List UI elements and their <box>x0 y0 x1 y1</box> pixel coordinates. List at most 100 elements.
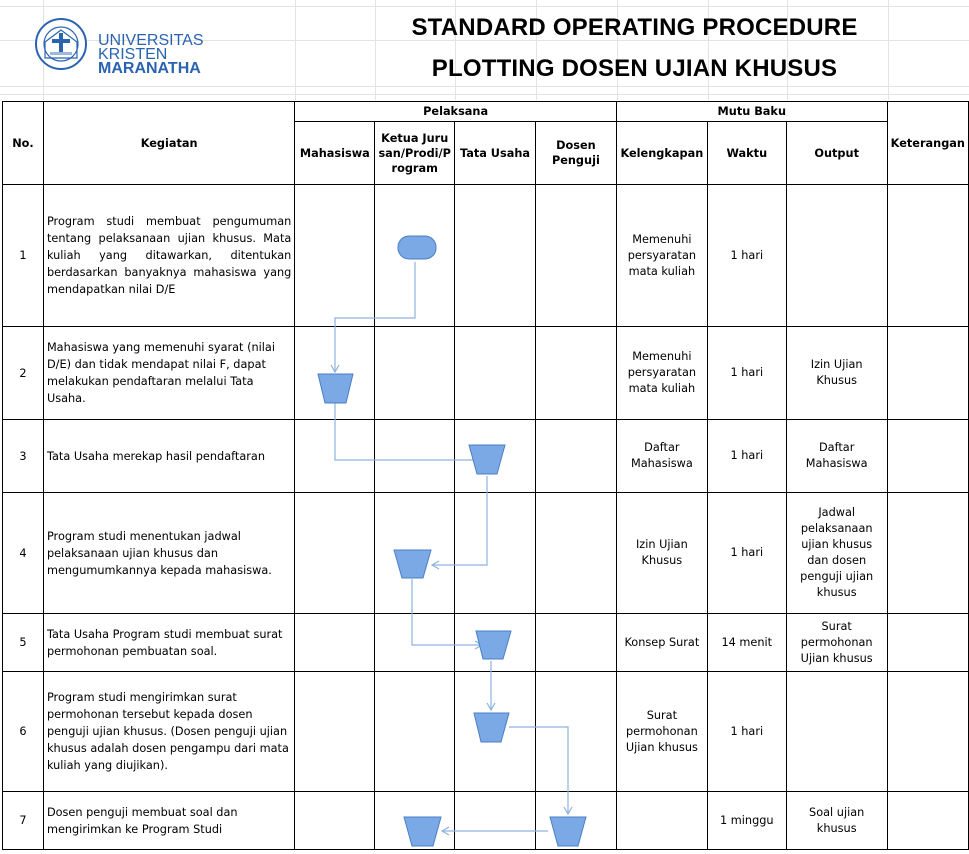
row-waktu: 14 menit <box>706 613 787 672</box>
table-row: 5 Tata Usaha Program studi membuat surat… <box>2 613 969 672</box>
lane-mahasiswa <box>294 326 376 420</box>
row-kelengkapan: Daftar Mahasiswa <box>615 419 708 493</box>
row-no: 2 <box>2 326 44 420</box>
row-output <box>785 671 888 792</box>
row-kegiatan: Tata Usaha merekap hasil pendaftaran <box>42 419 296 493</box>
header-pelaksana: Pelaksana <box>294 101 617 122</box>
grid-line <box>708 0 709 100</box>
row-no: 5 <box>2 613 44 672</box>
university-name-line-2: KRISTEN <box>98 46 168 63</box>
university-name-line-3: MARANATHA <box>98 60 201 77</box>
lane-tata-usaha <box>454 791 536 850</box>
header-mutu-baku: Mutu Baku <box>615 101 888 122</box>
row-kegiatan: Mahasiswa yang memenuhi syarat (nilai D/… <box>42 326 296 420</box>
row-waktu: 1 hari <box>706 419 787 493</box>
row-output: Daftar Mahasiswa <box>785 419 888 493</box>
row-waktu: 1 hari <box>706 492 787 614</box>
row-kegiatan: Dosen penguji membuat soal dan mengirimk… <box>42 791 296 850</box>
header-kegiatan: Kegiatan <box>42 101 296 185</box>
lane-ketua <box>374 791 456 850</box>
header-kelengkapan: Kelengkapan <box>615 121 708 185</box>
grid-line <box>617 0 618 100</box>
lane-dosen-penguji <box>534 419 617 493</box>
row-keterangan <box>886 671 969 792</box>
lane-dosen-penguji <box>534 613 617 672</box>
lane-dosen-penguji <box>534 671 617 792</box>
lane-ketua <box>374 419 456 493</box>
lane-mahasiswa <box>294 791 376 850</box>
lane-mahasiswa <box>294 184 376 327</box>
lane-ketua <box>374 326 456 420</box>
row-output: Izin Ujian Khusus <box>785 326 888 420</box>
lane-mahasiswa <box>294 671 376 792</box>
lane-ketua <box>374 613 456 672</box>
row-output: Soal ujian khusus <box>785 791 888 850</box>
grid-line <box>455 0 456 100</box>
row-keterangan <box>886 492 969 614</box>
university-name-line-1: UNIVERSITAS <box>98 32 204 49</box>
row-kegiatan: Program studi membuat pengumuman tentang… <box>42 184 296 327</box>
university-logo <box>35 18 87 70</box>
grid-line <box>0 86 969 87</box>
table-row: 1 Program studi membuat pengumuman tenta… <box>2 184 969 327</box>
table-row: 4 Program studi menentukan jadwal pelaks… <box>2 492 969 614</box>
row-waktu: 1 minggu <box>706 791 787 850</box>
row-waktu: 1 hari <box>706 671 787 792</box>
header-waktu: Waktu <box>706 121 787 185</box>
header-dosen-penguji: Dosen Penguji <box>534 121 617 185</box>
row-no: 6 <box>2 671 44 792</box>
grid-line <box>536 0 537 100</box>
row-kelengkapan: Konsep Surat <box>615 613 708 672</box>
grid-line <box>375 0 376 100</box>
header-ketua: Ketua Jurusan/Prodi/Program <box>374 121 456 185</box>
grid-line <box>888 0 889 100</box>
row-kelengkapan <box>615 791 708 850</box>
row-keterangan <box>886 326 969 420</box>
row-waktu: 1 hari <box>706 184 787 327</box>
row-no: 4 <box>2 492 44 614</box>
row-no: 7 <box>2 791 44 850</box>
row-kelengkapan: Memenuhi persyaratan mata kuliah <box>615 184 708 327</box>
lane-tata-usaha <box>454 613 536 672</box>
row-kelengkapan: Memenuhi persyaratan mata kuliah <box>615 326 708 420</box>
header-no: No. <box>2 101 44 185</box>
lane-tata-usaha <box>454 326 536 420</box>
row-keterangan <box>886 613 969 672</box>
row-output: Surat permohonan Ujian khusus <box>785 613 888 672</box>
lane-ketua <box>374 671 456 792</box>
lane-dosen-penguji <box>534 184 617 327</box>
lane-mahasiswa <box>294 419 376 493</box>
lane-mahasiswa <box>294 613 376 672</box>
grid-line <box>0 94 969 95</box>
row-kelengkapan: Surat permohonan Ujian khusus <box>615 671 708 792</box>
header-output: Output <box>785 121 888 185</box>
grid-line <box>0 40 969 41</box>
table-row: 6 Program studi mengirimkan surat permoh… <box>2 671 969 792</box>
lane-tata-usaha <box>454 419 536 493</box>
row-output <box>785 184 888 327</box>
row-kelengkapan: Izin Ujian Khusus <box>615 492 708 614</box>
row-kegiatan: Tata Usaha Program studi membuat surat p… <box>42 613 296 672</box>
lane-tata-usaha <box>454 671 536 792</box>
header-row-group: No. Kegiatan Pelaksana Mutu Baku Keteran… <box>2 101 969 185</box>
lane-dosen-penguji <box>534 791 617 850</box>
lane-tata-usaha <box>454 184 536 327</box>
row-keterangan <box>886 791 969 850</box>
lane-tata-usaha <box>454 492 536 614</box>
lane-ketua <box>374 492 456 614</box>
grid-line <box>295 0 296 100</box>
row-keterangan <box>886 184 969 327</box>
lane-ketua <box>374 184 456 327</box>
lane-dosen-penguji <box>534 492 617 614</box>
grid-line <box>787 0 788 100</box>
header-tata-usaha: Tata Usaha <box>454 121 536 185</box>
grid-line <box>0 6 969 7</box>
row-no: 3 <box>2 419 44 493</box>
row-waktu: 1 hari <box>706 326 787 420</box>
table-row: 7 Dosen penguji membuat soal dan mengiri… <box>2 791 969 850</box>
lane-dosen-penguji <box>534 326 617 420</box>
page-subtitle: PLOTTING DOSEN UJIAN KHUSUS <box>431 55 838 82</box>
header-mahasiswa: Mahasiswa <box>294 121 376 185</box>
row-kegiatan: Program studi menentukan jadwal pelaksan… <box>42 492 296 614</box>
